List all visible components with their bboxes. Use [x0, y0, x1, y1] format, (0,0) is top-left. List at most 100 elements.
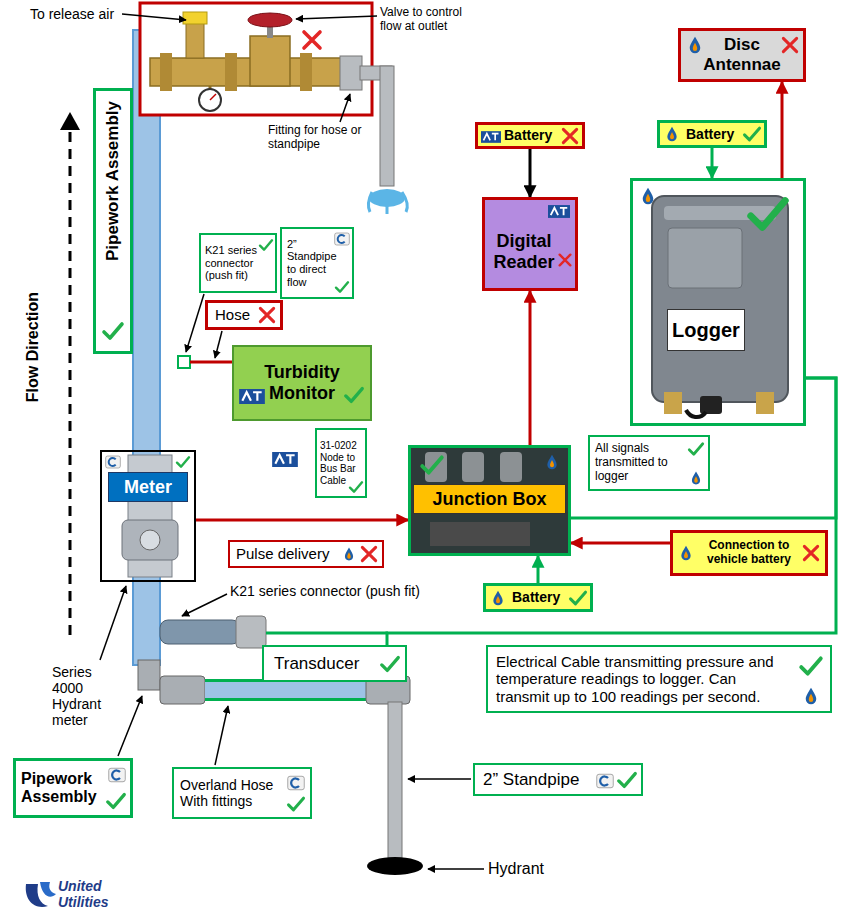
connector — [571, 378, 836, 518]
check-icon — [379, 653, 401, 675]
logger-drawing — [652, 196, 788, 417]
ati-icon — [481, 131, 501, 143]
drop-icon — [681, 546, 690, 561]
leader-line — [296, 16, 377, 19]
sample-line — [190, 361, 233, 364]
valve-assembly — [300, 53, 312, 91]
junction-panel: Junction Box — [408, 445, 571, 556]
logger-drawing — [700, 396, 722, 414]
leader-line — [122, 14, 186, 20]
check-icon — [422, 457, 442, 472]
cig-icon — [335, 233, 350, 245]
drop-icon — [639, 187, 657, 205]
transducer-drawing — [160, 620, 240, 644]
cig-icon — [109, 768, 126, 782]
check-icon — [687, 440, 705, 458]
callout-label: K21 series connector (push fit) — [230, 583, 420, 599]
cig-icon — [106, 456, 121, 468]
valve-assembly — [210, 94, 216, 100]
check-icon — [260, 240, 272, 249]
cross-icon — [560, 126, 580, 146]
node-text: Disc Antennae — [695, 35, 789, 74]
connector — [781, 82, 784, 178]
overland-hose-drawing — [160, 676, 205, 704]
cable-note-box: 31-0202 Node to Bus Bar Cable — [315, 428, 367, 498]
cross-icon — [359, 544, 379, 564]
leader-line — [340, 94, 350, 122]
check-icon — [289, 798, 304, 810]
drop-icon — [667, 127, 676, 142]
check-icon — [175, 454, 191, 470]
connector — [529, 291, 532, 445]
drop-icon — [544, 454, 560, 470]
valve-assembly — [186, 22, 204, 58]
flow-direction-arrow — [69, 128, 72, 635]
node-text: Transducer — [274, 654, 359, 674]
node-text: All signals transmitted to logger — [595, 442, 682, 483]
leader-line — [182, 594, 227, 616]
logger-drawing — [756, 392, 774, 414]
axis-label: Flow Direction — [24, 292, 42, 402]
check-icon — [177, 457, 189, 466]
ati-icon — [548, 205, 570, 218]
drop-icon — [806, 688, 817, 705]
node-text: Logger — [672, 319, 740, 342]
sample-line — [178, 356, 190, 368]
node-text: Pipework Assembly — [103, 101, 123, 261]
meter-panel: Meter — [100, 450, 196, 582]
junction-photo — [410, 447, 569, 554]
node-text: Turbidity Monitor — [246, 362, 358, 403]
drop-icon — [692, 472, 700, 485]
transducer-drawing — [266, 632, 388, 635]
logger-panel: Logger — [630, 178, 806, 426]
check-icon — [350, 482, 362, 491]
check-icon — [616, 769, 638, 791]
label-box: Logger — [667, 309, 745, 351]
check-icon — [286, 794, 306, 814]
cross-icon — [563, 129, 576, 142]
check-icon — [689, 444, 703, 455]
pulse-box: Pulse delivery — [228, 540, 384, 568]
transducer-drawing — [236, 616, 266, 648]
company-logo — [26, 882, 56, 907]
cig-icon — [334, 231, 350, 247]
callout-label: Valve to control flow at outlet — [380, 6, 476, 34]
outlet-standpipe — [380, 66, 394, 186]
meter-drawing — [122, 520, 178, 560]
check-icon — [751, 201, 786, 228]
drop-icon — [345, 548, 353, 561]
label-box: Junction Box — [413, 484, 566, 514]
antenna-box: Disc Antennae — [678, 28, 806, 82]
junction-photo — [462, 452, 484, 482]
outlet-standpipe — [368, 192, 407, 214]
leader-line — [100, 586, 126, 660]
check-icon — [568, 588, 588, 608]
company-logo — [40, 882, 56, 897]
drop-icon — [689, 471, 703, 485]
logger-drawing — [652, 196, 788, 402]
drop-icon — [547, 455, 556, 470]
check-icon — [348, 479, 364, 495]
transducer-box: Transducer — [262, 645, 407, 682]
valve-assembly — [160, 53, 172, 91]
drop-icon — [678, 545, 694, 561]
ati-icon — [239, 389, 265, 404]
check-icon — [745, 128, 760, 140]
sample-line — [178, 356, 233, 368]
cross-icon — [804, 546, 817, 559]
turbidity-box: Turbidity Monitor — [232, 345, 372, 421]
pipework-label-box: Pipework Assembly — [93, 88, 133, 354]
valve-assembly — [183, 12, 207, 24]
check-icon — [801, 658, 821, 673]
overland-hose-drawing — [388, 702, 402, 858]
valve-assembly — [140, 3, 372, 115]
valve-assembly — [199, 89, 221, 111]
node-text: Overland Hose With fittings — [180, 777, 280, 809]
junction-photo — [410, 447, 569, 554]
cross-icon — [560, 255, 571, 266]
check-icon — [742, 124, 762, 144]
check-icon — [336, 282, 348, 291]
cig-icon — [105, 454, 121, 470]
valve-assembly — [150, 58, 345, 86]
